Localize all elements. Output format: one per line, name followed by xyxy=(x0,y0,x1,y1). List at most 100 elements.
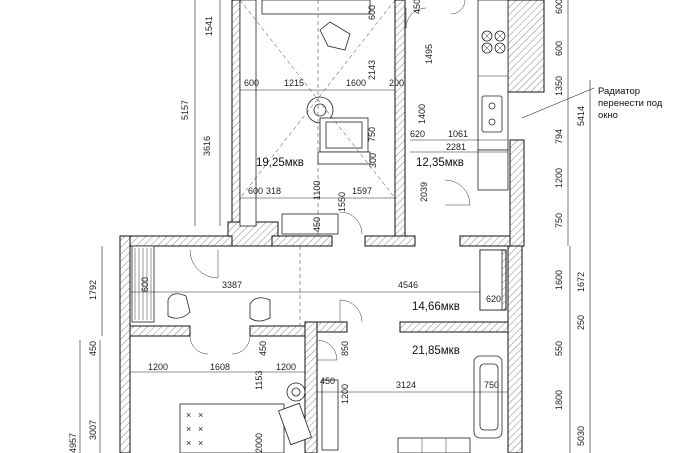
svg-text:×: × xyxy=(186,424,191,434)
note-line: Радиатор xyxy=(598,86,640,97)
svg-text:×: × xyxy=(198,410,203,420)
doors xyxy=(189,0,471,361)
area-label: 12,35мкв xyxy=(416,157,464,169)
fridge xyxy=(477,149,509,191)
dim-label: 4957 xyxy=(68,433,78,453)
chair xyxy=(319,21,351,51)
wall xyxy=(304,321,318,453)
svg-text:×: × xyxy=(198,438,203,448)
dim-label: 600 xyxy=(554,41,564,56)
bed-pattern: ×× ×× ×× xyxy=(186,410,203,448)
dim-label: 2000 xyxy=(254,433,264,453)
dimensions-kitchen: 450 1495 1400 620 1061 2281 2039 600 600… xyxy=(410,0,586,228)
area-label: 21,85мкв xyxy=(412,345,460,357)
dim-label: 750 xyxy=(554,213,564,228)
area-label: 19,25мкв xyxy=(256,157,304,169)
dimensions-hall: 1792 600 3387 4546 620 1600 1672 250 xyxy=(88,270,586,330)
dim-label: 1800 xyxy=(554,390,564,410)
shelf xyxy=(281,213,339,235)
dim-label: 1608 xyxy=(210,362,230,372)
dim-label: 600 xyxy=(244,78,259,88)
svg-text:×: × xyxy=(186,410,191,420)
dim-label: 1200 xyxy=(276,362,296,372)
wall xyxy=(129,325,191,337)
dim-label: 1597 xyxy=(352,186,372,196)
dim-label: 3387 xyxy=(222,280,242,290)
dim-label: 200 xyxy=(389,78,404,88)
dim-label: 750 xyxy=(367,127,377,142)
dim-label: 1495 xyxy=(424,44,434,64)
armchair xyxy=(167,293,191,319)
dim-label: 1400 xyxy=(417,104,427,124)
dim-label: 1350 xyxy=(554,76,564,96)
dim-label: 250 xyxy=(576,315,586,330)
room-areas: 19,25мкв 12,35мкв 14,66мкв 21,85мкв xyxy=(256,157,464,357)
radiator-fins xyxy=(134,248,152,320)
dim-label: 794 xyxy=(554,129,564,144)
dim-label: 1600 xyxy=(346,78,366,88)
wardrobe xyxy=(239,0,257,227)
radiator-note: Радиатор перенести под окно xyxy=(598,86,663,121)
dim-label: 450 xyxy=(88,341,98,356)
stove-burners xyxy=(481,30,506,54)
dim-label: 1061 xyxy=(448,129,468,139)
dim-label: 450 xyxy=(412,0,422,14)
dim-label: 1600 xyxy=(554,270,564,290)
dim-label: 450 xyxy=(320,376,335,386)
dim-label: 1215 xyxy=(284,78,304,88)
dim-label: 318 xyxy=(266,186,281,196)
wall xyxy=(364,235,416,247)
dim-label: 1200 xyxy=(554,168,564,188)
desk xyxy=(261,0,371,15)
dimensions-top-room: 1541 600 600 1215 1600 200 2143 750 300 … xyxy=(180,5,404,232)
walls xyxy=(119,0,545,453)
sofa-bottom xyxy=(397,437,471,453)
furniture: ×× ×× ×× xyxy=(131,0,509,453)
dim-label: 1541 xyxy=(204,16,214,36)
dim-label: 600 xyxy=(248,186,263,196)
dim-label: 5414 xyxy=(576,106,586,126)
dim-label: 4546 xyxy=(398,280,418,290)
wall xyxy=(271,235,333,247)
dim-label: 5157 xyxy=(180,100,190,120)
dim-label: 450 xyxy=(258,341,268,356)
wall xyxy=(399,321,521,333)
wall xyxy=(119,235,233,247)
dimensions-bottom: 450 1200 1608 450 1200 1153 850 450 1200… xyxy=(68,341,586,453)
tv-stand xyxy=(317,151,371,165)
dim-label: 1550 xyxy=(337,192,347,212)
svg-text:×: × xyxy=(186,438,191,448)
dim-label: 3007 xyxy=(88,420,98,440)
dim-label: 300 xyxy=(368,153,378,168)
dim-label: 1792 xyxy=(88,280,98,300)
bed xyxy=(179,403,285,453)
dim-label: 550 xyxy=(554,341,564,356)
dim-label: 620 xyxy=(410,129,425,139)
wall xyxy=(249,325,313,337)
dim-label: 600 xyxy=(140,277,150,292)
dim-label: 620 xyxy=(486,294,501,304)
dim-label: 3616 xyxy=(202,136,212,156)
armchair xyxy=(249,297,271,322)
dim-label: 1672 xyxy=(576,272,586,292)
dim-label: 1200 xyxy=(148,362,168,372)
dim-label: 2039 xyxy=(419,182,429,202)
dim-label: 1100 xyxy=(312,181,322,200)
note-line: перенести под xyxy=(598,98,663,109)
dim-label: 2143 xyxy=(367,60,377,80)
dim-label: 5030 xyxy=(576,426,586,446)
wall xyxy=(231,0,241,227)
dimension-lines xyxy=(79,0,595,453)
wall xyxy=(507,245,523,453)
dim-label: 850 xyxy=(340,341,350,356)
wall xyxy=(119,235,131,453)
sink xyxy=(481,95,503,133)
area-label: 14,66мкв xyxy=(412,301,460,313)
dim-label: 1200 xyxy=(340,384,350,404)
dim-label: 750 xyxy=(484,380,499,390)
wall xyxy=(509,139,525,247)
dim-label: 1153 xyxy=(254,371,264,390)
note-line: окно xyxy=(598,110,618,121)
dim-label: 450 xyxy=(312,217,322,232)
